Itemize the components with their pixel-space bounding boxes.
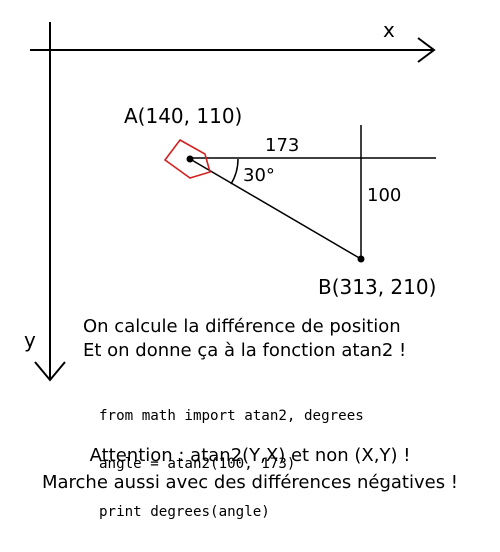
segment-a-to-b (189, 158, 362, 260)
atan2-diagram: x y A(140, 110) B(313, 210) 173 100 30° … (24, 18, 459, 520)
explanation-line-1: On calcule la différence de position (83, 316, 401, 337)
y-axis-arrowhead (34, 361, 66, 382)
x-axis-label: x (383, 18, 395, 42)
code-line: from math import atan2, degrees (99, 408, 364, 424)
point-b-label: B(313, 210) (318, 275, 437, 299)
y-axis-label: y (24, 328, 36, 352)
x-axis-arrowhead (417, 37, 436, 63)
footer-warning: Attention : atan2(Y,X) et non (X,Y) ! (89, 445, 411, 466)
diagram-canvas (30, 22, 436, 382)
angle-label: 30° (243, 165, 275, 186)
dx-label: 173 (265, 135, 300, 156)
angle-arc (230, 158, 239, 185)
point-a-label: A(140, 110) (124, 104, 243, 128)
code-line: angle = atan2(100, 173) (99, 456, 296, 472)
code-line: print degrees(angle) (99, 504, 270, 520)
dy-label: 100 (367, 185, 402, 206)
ship-pentagon (163, 138, 211, 179)
point-a-dot (186, 155, 194, 163)
explanation-line-2: Et on donne ça à la fonction atan2 ! (83, 340, 407, 361)
point-b-dot (357, 255, 365, 263)
footer-note: Marche aussi avec des différences négati… (41, 472, 459, 493)
